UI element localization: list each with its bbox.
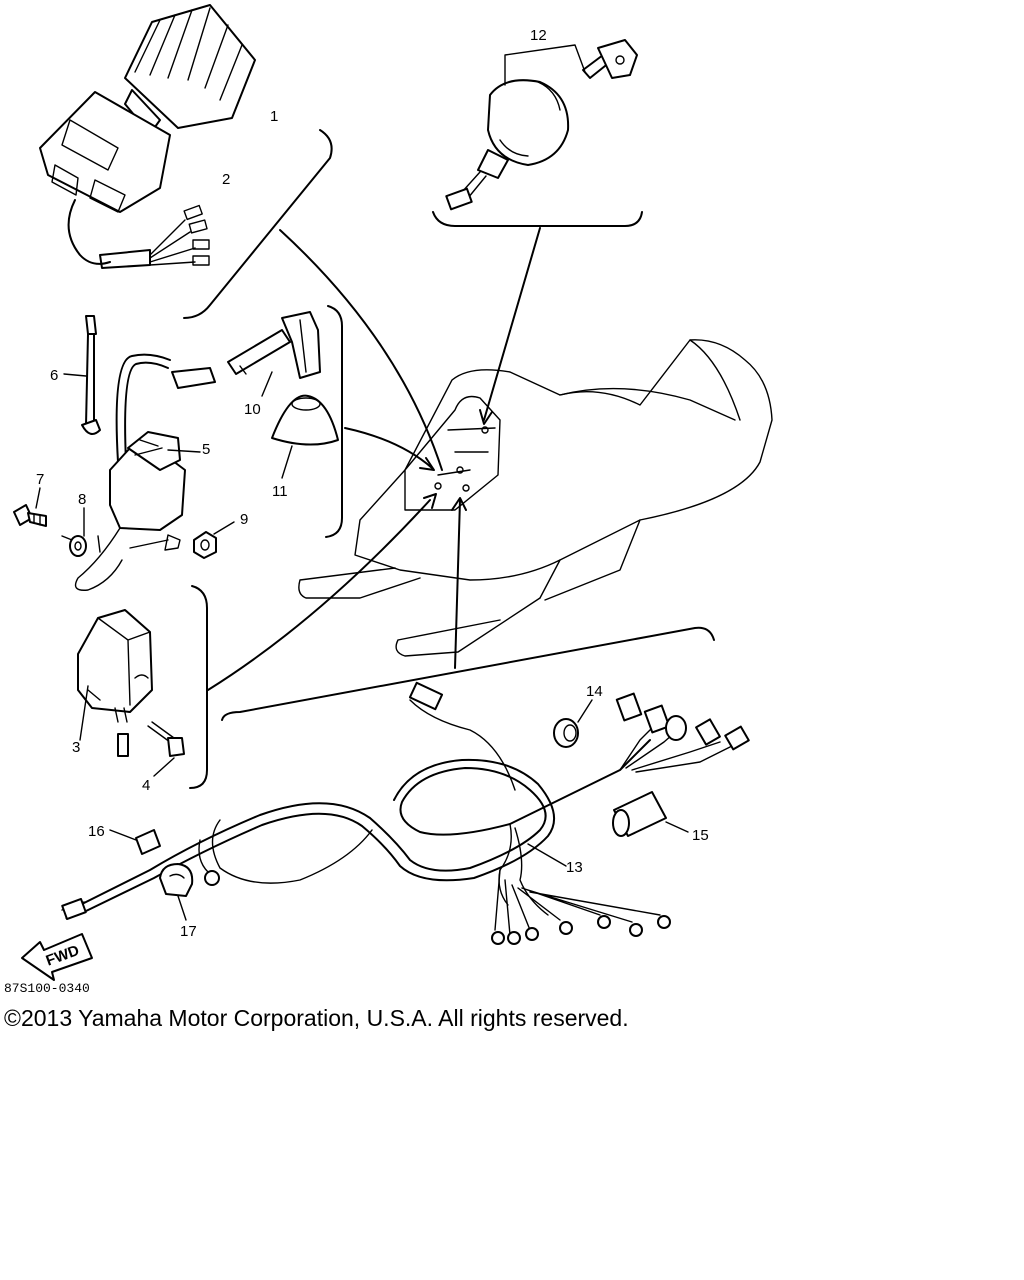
- part-label-5: 5: [202, 441, 210, 458]
- part-label-13: 13: [566, 859, 583, 876]
- leader-14: [577, 699, 593, 723]
- vehicle-body-drawing: [298, 339, 773, 657]
- leader-5: [167, 449, 201, 453]
- catalog-number: 87S100-0340: [4, 981, 90, 996]
- part-label-14: 14: [586, 683, 603, 700]
- part-label-11: 11: [272, 483, 288, 500]
- leader-1-2: [279, 229, 443, 471]
- part-label-2: 2: [222, 171, 230, 188]
- leader-12: [504, 44, 586, 86]
- part-label-12: 12: [530, 27, 547, 44]
- arrow-3-4: [423, 493, 437, 509]
- bracket-parts-3-4: [189, 585, 208, 789]
- part-label-15: 15: [692, 827, 709, 844]
- leader-11: [281, 445, 293, 479]
- copyright-notice: ©2013 Yamaha Motor Corporation, U.S.A. A…: [4, 1005, 629, 1031]
- part-label-3: 3: [72, 739, 80, 756]
- part-2-switch-housing-drawing: [39, 91, 210, 269]
- part-9-nut-drawing: [193, 531, 217, 559]
- part-label-17: 17: [180, 923, 197, 940]
- leader-4: [153, 757, 175, 777]
- part-7-bolt-drawing: [13, 504, 47, 527]
- leader-16: [109, 829, 137, 841]
- part-14-grommet-drawing: [553, 718, 579, 748]
- part-15-cap-drawing: [612, 791, 667, 837]
- leader-15: [665, 821, 689, 833]
- part-6-band-drawing: [81, 315, 101, 435]
- leader-3-4: [207, 499, 431, 691]
- arrow-harness: [451, 497, 467, 511]
- leader-6: [63, 373, 87, 377]
- part-12-main-switch-drawing: [445, 39, 638, 211]
- part-label-10: 10: [244, 401, 261, 418]
- part-label-8: 8: [78, 491, 86, 508]
- leader-9: [213, 521, 235, 535]
- leader-12-to-vehicle: [483, 227, 541, 421]
- bracket-part-12: [432, 211, 643, 227]
- part-label-9: 9: [240, 511, 248, 528]
- leader-3: [79, 685, 89, 741]
- part-label-4: 4: [142, 777, 150, 794]
- part-label-7: 7: [36, 471, 44, 488]
- part-4-bolt-drawing: [147, 721, 185, 757]
- parts-diagram: FWD 1 2 3 4 5 6 7 8 9 10 11 12 13 14 15 …: [13, 4, 773, 981]
- arrow-12: [479, 409, 493, 425]
- leader-17: [177, 895, 187, 921]
- leader-5-10-11: [344, 427, 433, 469]
- bracket-parts-1-2: [183, 129, 333, 319]
- leader-harness: [454, 499, 461, 669]
- part-10-plug-cap-drawing: [227, 311, 321, 379]
- part-16-sleeve-drawing: [135, 829, 161, 855]
- arrow-5-10-11: [419, 457, 435, 471]
- part-11-cover-drawing: [271, 394, 339, 446]
- fwd-arrow: FWD: [21, 933, 93, 981]
- leader-13: [527, 843, 567, 867]
- part-3-cdi-unit-drawing: [77, 609, 153, 757]
- part-label-6: 6: [50, 367, 58, 384]
- part-5-ignition-coil-drawing: [61, 353, 216, 591]
- part-17-clamp-drawing: [159, 863, 194, 897]
- part-13-wire-harness-drawing: [61, 681, 750, 945]
- part-label-16: 16: [88, 823, 105, 840]
- bracket-parts-5-10-11: [325, 305, 343, 538]
- leader-7: [35, 487, 41, 509]
- leader-10: [261, 371, 273, 397]
- part-8-washer-drawing: [69, 535, 87, 557]
- bracket-harness: [221, 626, 715, 721]
- part-1-grip-drawing: [124, 4, 256, 135]
- part-label-1: 1: [270, 108, 278, 125]
